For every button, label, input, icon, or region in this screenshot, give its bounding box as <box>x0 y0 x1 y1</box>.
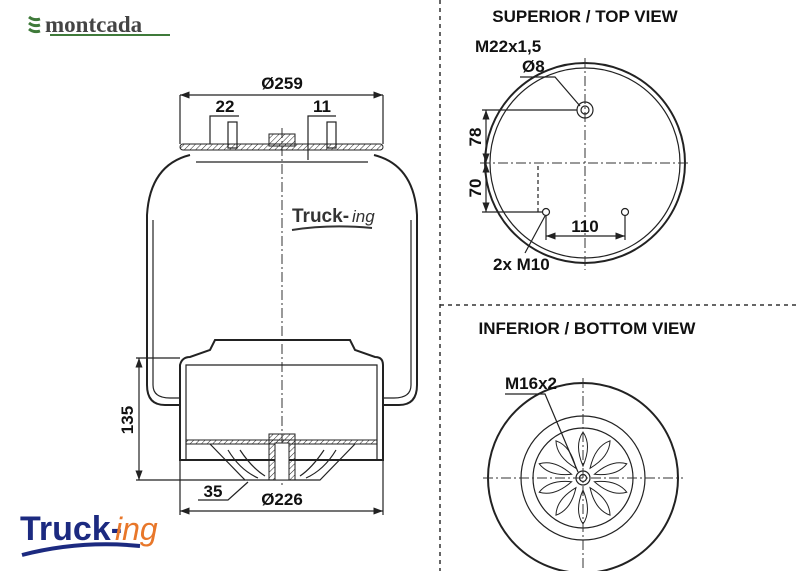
dim-bottom-diameter: Ø226 <box>261 490 303 509</box>
watermark-main: Truck- <box>292 206 349 227</box>
bolt-hole-left <box>541 207 551 217</box>
dim-upper: 78 <box>466 128 485 147</box>
watermark-suffix: ing <box>352 207 375 226</box>
air-inlet <box>268 133 296 147</box>
rosette-petal <box>593 480 628 494</box>
bolt-hole-right <box>620 207 630 217</box>
bellows-left <box>146 154 191 406</box>
piston <box>179 339 384 461</box>
thread-label: M16x2 <box>505 374 557 393</box>
truckin-logo: Truck- ing <box>20 510 158 557</box>
bolts-label: 2x M10 <box>493 255 550 274</box>
side-view: Ø259 22 11 135 35 Ø226 Truck- ing <box>118 74 418 515</box>
truckin-watermark: Truck- ing <box>288 198 378 232</box>
dim-left-offset: 22 <box>216 97 235 116</box>
dim-top-diameter: Ø259 <box>261 74 303 93</box>
dim-spacing: 110 <box>571 217 598 236</box>
montcada-leaf-icon <box>28 15 41 34</box>
truckin-logo-main: Truck- <box>20 510 122 548</box>
rosette-petal <box>555 486 577 516</box>
montcada-logo-text: montcada <box>45 12 143 37</box>
rosette-petal <box>589 486 611 516</box>
rosette-petal <box>538 480 573 494</box>
dim-bottom-offset: 35 <box>204 482 223 501</box>
top-view: SUPERIOR / TOP VIEW 78 70 110 M22x1,5 Ø8… <box>466 7 690 274</box>
rosette-petal <box>593 462 628 476</box>
hole-label: Ø8 <box>522 57 545 76</box>
rosette-petal <box>538 462 573 476</box>
dim-height: 135 <box>118 406 137 434</box>
bellows-right <box>373 154 418 406</box>
bottom-view-title: INFERIOR / BOTTOM VIEW <box>479 319 697 338</box>
montcada-logo: montcada <box>28 12 170 37</box>
dim-right-offset: 11 <box>313 97 331 116</box>
bottom-view: INFERIOR / BOTTOM VIEW M16x2 <box>479 319 697 571</box>
right-stud <box>326 121 337 149</box>
rosette-petal <box>589 440 611 470</box>
top-view-title: SUPERIOR / TOP VIEW <box>492 7 678 26</box>
left-stud <box>227 121 238 149</box>
dim-lower: 70 <box>466 179 485 198</box>
truckin-logo-suffix: ing <box>115 511 158 547</box>
thread-label: M22x1,5 <box>475 37 541 56</box>
